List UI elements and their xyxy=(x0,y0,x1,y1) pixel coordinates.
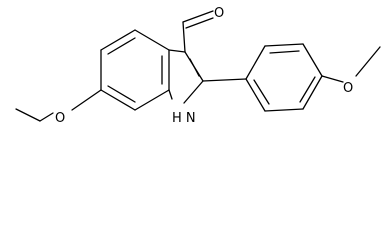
indole-nitrogen-label: H N xyxy=(172,111,196,126)
phenyl-methoxy-oxygen-label: O xyxy=(343,81,353,96)
bond xyxy=(269,50,300,54)
atom-labels: O H N O O xyxy=(55,6,353,126)
molecule-diagram: O H N O O xyxy=(15,6,381,126)
bond xyxy=(299,76,316,103)
bond xyxy=(264,108,304,112)
bond xyxy=(321,75,344,83)
bond xyxy=(100,89,136,111)
bond xyxy=(185,17,214,29)
indole-methoxy-oxygen-label: O xyxy=(55,111,65,126)
bond xyxy=(168,49,186,53)
bond xyxy=(264,43,304,47)
bond xyxy=(355,46,381,77)
bonds xyxy=(15,10,381,122)
bond xyxy=(302,75,323,110)
chemical-structure-figure: O H N O O xyxy=(15,6,381,126)
aldehyde-oxygen-label: O xyxy=(214,6,224,21)
bond xyxy=(107,85,136,103)
bond xyxy=(253,79,270,105)
bond xyxy=(134,89,170,111)
bond xyxy=(202,78,247,82)
bond xyxy=(39,112,54,122)
bond xyxy=(182,10,214,23)
bond xyxy=(189,58,200,77)
bond xyxy=(107,37,136,55)
bond xyxy=(134,29,170,51)
bond xyxy=(182,21,186,53)
bond xyxy=(245,45,266,80)
bond xyxy=(15,108,41,122)
bond xyxy=(71,89,102,111)
bond xyxy=(100,29,136,51)
bond xyxy=(302,43,323,77)
bond xyxy=(245,78,266,112)
bond xyxy=(183,80,204,104)
bond xyxy=(168,89,173,100)
